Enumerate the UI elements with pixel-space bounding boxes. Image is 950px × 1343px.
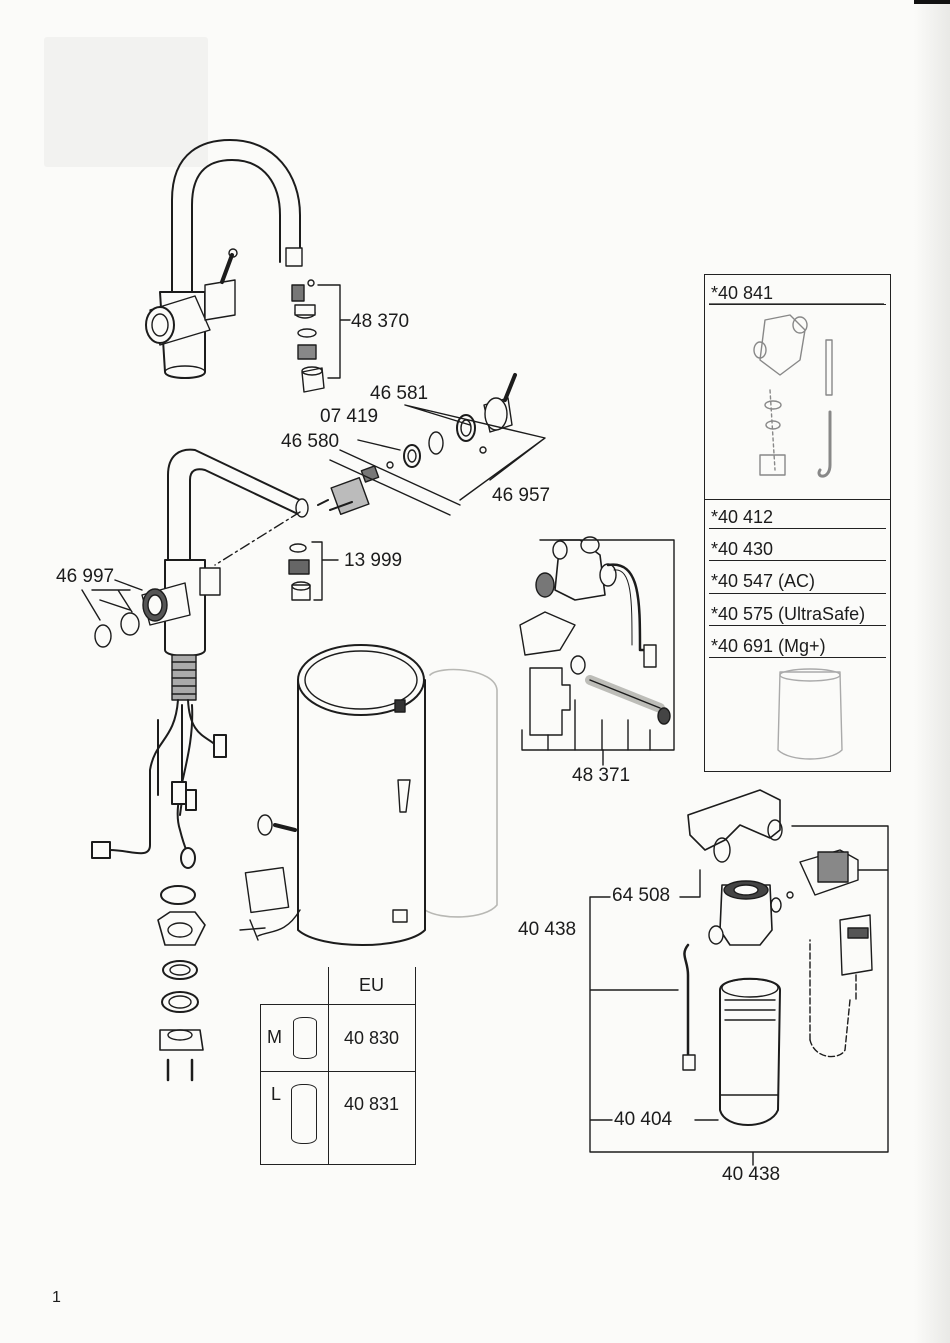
boiler-m-icon (293, 1017, 317, 1059)
code-m: 40 830 (328, 1005, 415, 1072)
table-row: M (261, 1005, 329, 1072)
callout-46997: 46 997 (56, 567, 114, 587)
filter-code-3: *40 547 (AC) (711, 571, 815, 591)
divider (709, 304, 886, 305)
aerator-parts-13999 (289, 542, 338, 600)
spout-parts-48370 (292, 280, 350, 392)
table-corner (261, 967, 329, 1005)
page-edge-mark (914, 0, 950, 4)
filter-code-4: *40 575 (UltraSafe) (711, 604, 865, 624)
section-divider (705, 499, 890, 500)
connection-kit-48371 (520, 537, 674, 765)
accessory-box: *40 841 *40 412 *40 430 *40 547 (AC) *40… (704, 274, 891, 772)
mounting-kit (158, 886, 205, 1080)
divider (709, 625, 886, 626)
callout-07419: 07 419 (320, 407, 378, 427)
callout-40438-left: 40 438 (518, 920, 576, 940)
table-header-eu: EU (328, 967, 415, 1005)
divider (709, 560, 886, 561)
accessory-top-code: *40 841 (711, 283, 773, 303)
code-l: 40 831 (328, 1072, 415, 1165)
faucet-c-spout (146, 140, 302, 378)
callout-48371: 48 371 (572, 766, 630, 786)
callout-46580: 46 580 (281, 432, 339, 452)
callout-48370: 48 370 (351, 312, 409, 332)
divider (709, 657, 886, 658)
callout-40404: 40 404 (614, 1110, 672, 1130)
size-label-m: M (267, 1027, 282, 1047)
table-row: L (261, 1072, 329, 1165)
size-label-l: L (271, 1084, 280, 1104)
divider (709, 593, 886, 594)
filter-code-1: *40 412 (711, 507, 773, 527)
divider (709, 528, 886, 529)
callout-46581: 46 581 (370, 384, 428, 404)
faucet-l-spout (82, 450, 308, 700)
boiler-unit (240, 645, 497, 945)
callout-46957: 46 957 (492, 486, 550, 506)
filter-code-5: *40 691 (Mg+) (711, 636, 826, 656)
page-number: 1 (52, 1289, 61, 1307)
boiler-variant-table: EU M 40 830 L 40 831 (260, 967, 416, 1165)
callout-40438-bottom: 40 438 (722, 1165, 780, 1185)
filter-code-2: *40 430 (711, 539, 773, 559)
page-edge-shadow (914, 0, 950, 1343)
callout-64508: 64 508 (612, 886, 670, 906)
boiler-l-icon (291, 1084, 317, 1144)
callout-13999: 13 999 (344, 551, 402, 571)
supply-hoses (92, 700, 226, 868)
